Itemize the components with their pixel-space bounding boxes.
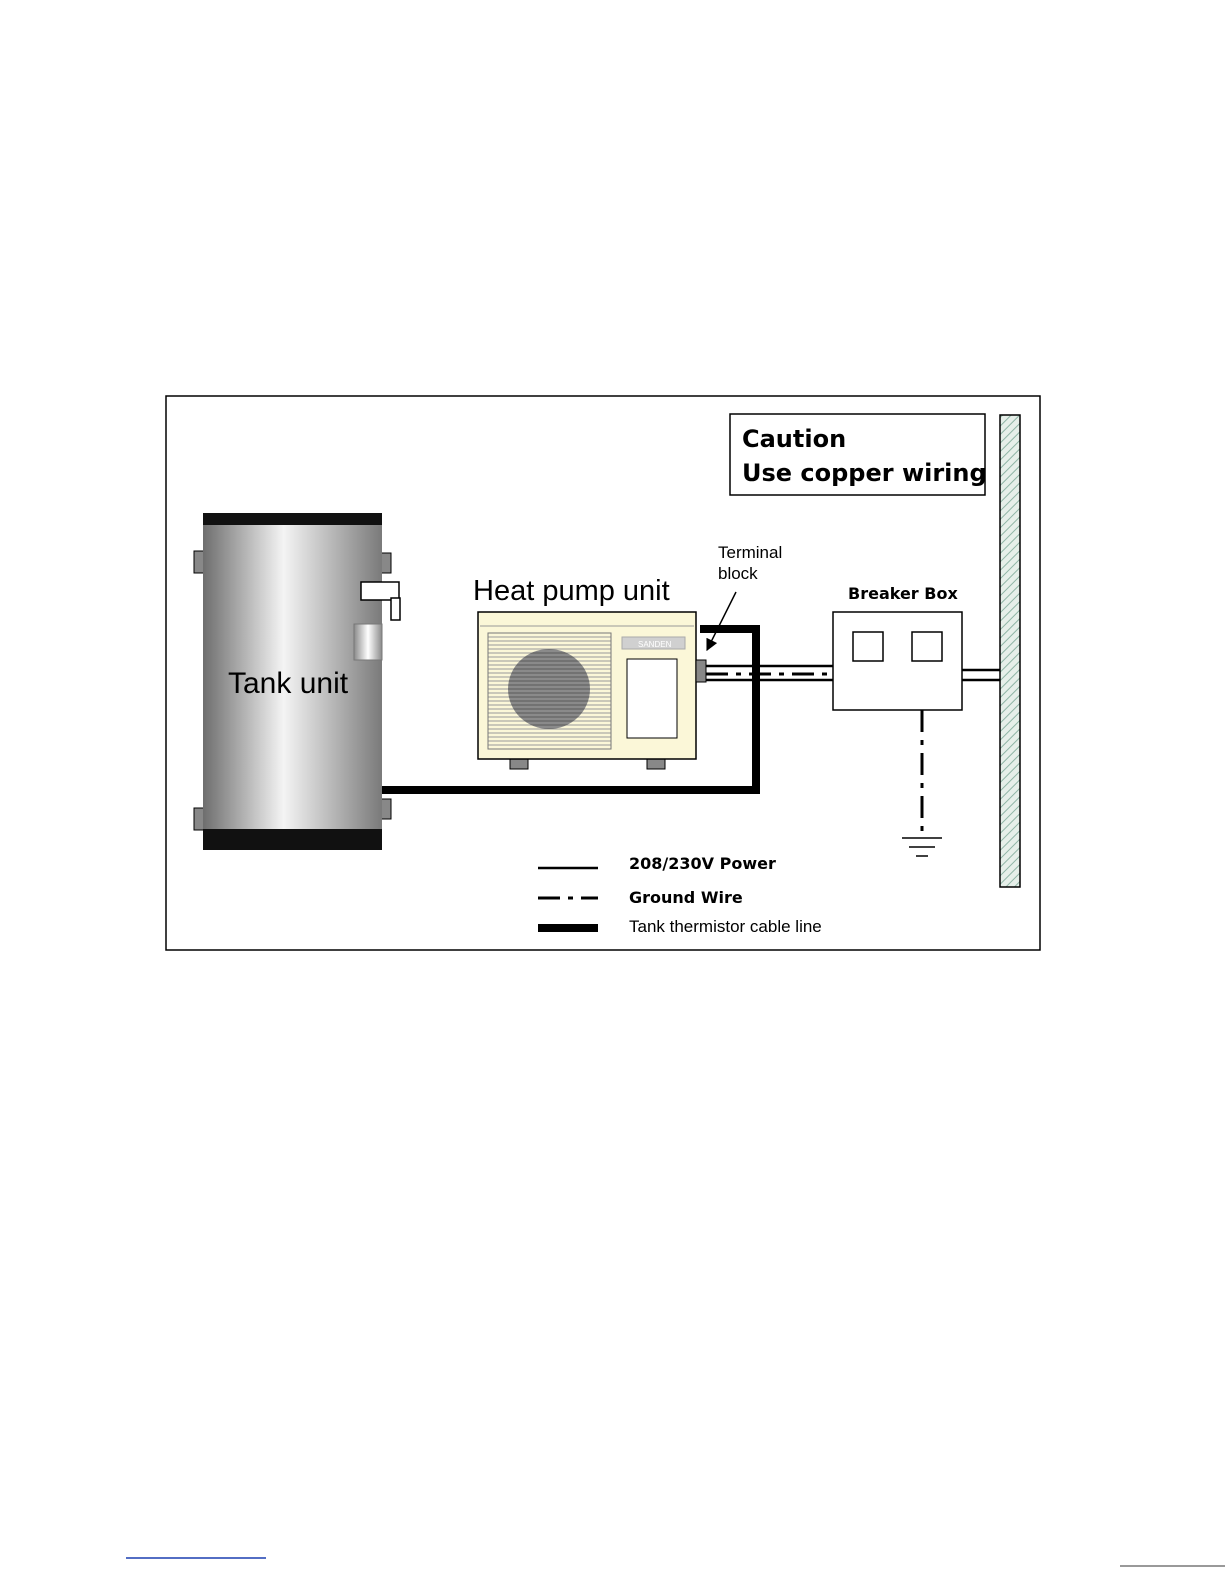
terminal-block-label-1: Terminal (718, 543, 782, 562)
breaker-switch-1 (853, 632, 883, 661)
wall (1000, 415, 1020, 887)
legend-label-ground: Ground Wire (629, 888, 743, 907)
caution-text: Use copper wiring (742, 459, 987, 487)
caution-box: Caution Use copper wiring (730, 414, 987, 495)
control-panel (627, 659, 677, 738)
tank-unit: Tank unit (194, 513, 400, 850)
caution-title: Caution (742, 425, 846, 453)
thermistor-connector (354, 624, 382, 660)
breaker-switch-2 (912, 632, 942, 661)
brand-badge-text: SANDEN (638, 640, 672, 649)
tank-unit-label: Tank unit (228, 667, 349, 700)
legend-label-power: 208/230V Power (629, 854, 776, 873)
breaker-box-label: Breaker Box (848, 584, 958, 603)
breaker-box: Breaker Box (833, 584, 962, 710)
terminal-block-label-2: block (718, 564, 758, 583)
terminal-block (696, 660, 706, 682)
fan-grille-icon (508, 649, 590, 729)
heat-pump-label: Heat pump unit (473, 575, 670, 607)
legend-label-thermistor: Tank thermistor cable line (629, 917, 822, 936)
